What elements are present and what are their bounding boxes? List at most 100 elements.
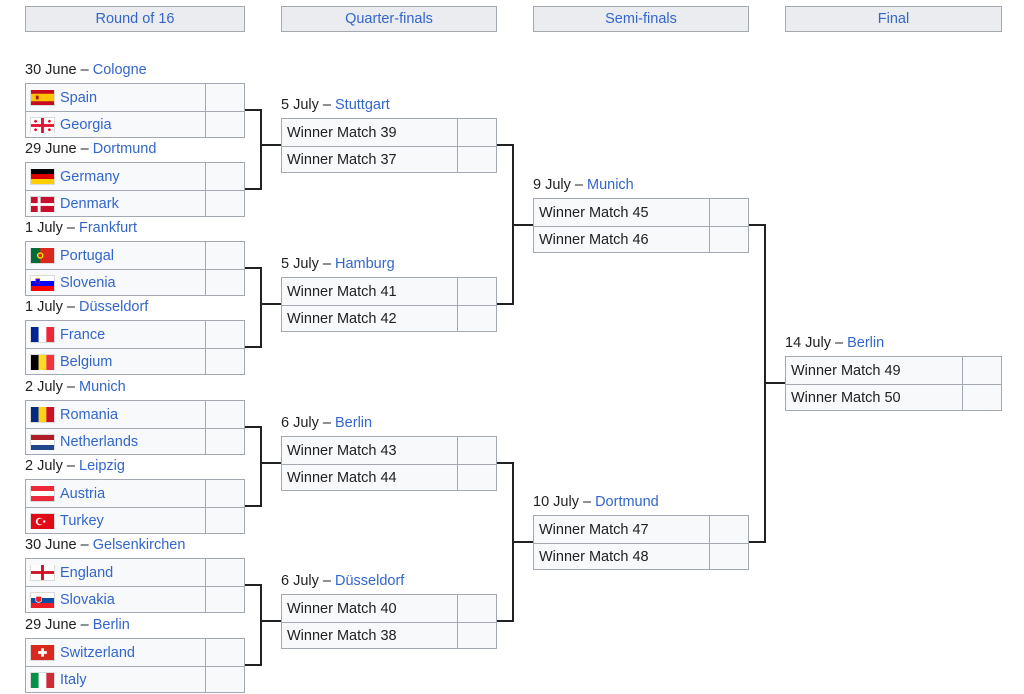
match-venue-link[interactable]: Munich (587, 177, 634, 193)
header-semi-finals[interactable]: Semi-finals (533, 6, 749, 32)
qf-match-2: Winner Match 41 Winner Match 42 (281, 277, 497, 332)
r16-match-1-info: 30 June – Cologne (25, 60, 147, 80)
final-match-1: Winner Match 49 Winner Match 50 (785, 356, 1002, 411)
team-name-link[interactable]: Belgium (60, 354, 113, 370)
qf-match-1-info: 5 July – Stuttgart (281, 95, 390, 115)
qf-match-3: Winner Match 43 Winner Match 44 (281, 436, 497, 491)
match-venue-link[interactable]: Munich (79, 379, 126, 395)
match-date: 29 June – (25, 141, 93, 157)
r16-match-2-info: 29 June – Dortmund (25, 139, 156, 159)
romania-flag-icon (31, 407, 54, 422)
team-name-link[interactable]: Spain (60, 89, 98, 106)
match-date: 5 July – (281, 97, 335, 113)
match-venue-link[interactable]: Dortmund (595, 494, 659, 510)
header-quarter-finals[interactable]: Quarter-finals (281, 6, 497, 32)
turkey-flag-icon (31, 513, 54, 529)
team-row: Slovakia (26, 586, 244, 613)
team-cell: France (26, 327, 205, 343)
team-name-link[interactable]: Switzerland (60, 644, 135, 661)
team-name-link[interactable]: Turkey (60, 513, 104, 529)
team-placeholder: Winner Match 43 (287, 442, 397, 459)
team-name-link[interactable]: Austria (60, 485, 106, 502)
team-name-link[interactable]: Netherlands (60, 434, 139, 450)
score-cell (205, 587, 244, 613)
team-placeholder: Winner Match 45 (539, 204, 649, 221)
qf-match-4-info: 6 July – Düsseldorf (281, 571, 404, 591)
score-cell (457, 623, 496, 649)
match-venue-link[interactable]: Hamburg (335, 256, 395, 272)
match-date: 10 July – (533, 494, 596, 510)
team-name-link[interactable]: Slovakia (60, 592, 115, 608)
team-name-link[interactable]: Denmark (60, 196, 119, 212)
belgium-flag-icon (31, 354, 54, 370)
score-cell (205, 112, 244, 138)
spain-flag-icon (31, 90, 54, 105)
team-row: Winner Match 45 (534, 199, 748, 226)
match-venue-link[interactable]: Berlin (92, 617, 130, 633)
match-venue-link[interactable]: Berlin (335, 415, 373, 431)
team-cell: Turkey (26, 513, 205, 529)
team-row: Winner Match 41 (282, 278, 496, 305)
match-venue-link[interactable]: Berlin (847, 335, 885, 351)
team-row: Winner Match 43 (282, 437, 496, 464)
match-venue-link[interactable]: Frankfurt (79, 220, 138, 236)
match-date: 6 July – (281, 415, 335, 431)
score-cell (457, 147, 496, 173)
team-name-link[interactable]: Portugal (60, 247, 115, 264)
match-venue-link[interactable]: Dortmund (92, 141, 157, 157)
team-name-link[interactable]: Germany (60, 168, 120, 185)
connector-line (497, 144, 533, 305)
team-placeholder: Winner Match 42 (287, 311, 397, 327)
team-row: Spain (26, 84, 244, 111)
team-row: Netherlands (26, 428, 244, 455)
match-venue-link[interactable]: Gelsenkirchen (92, 537, 186, 553)
team-name-link[interactable]: France (60, 326, 106, 343)
qf-match-3-info: 6 July – Berlin (281, 413, 372, 433)
match-venue-link[interactable]: Düsseldorf (79, 299, 149, 315)
team-cell: Winner Match 38 (282, 628, 457, 644)
team-placeholder: Winner Match 39 (287, 124, 397, 141)
match-venue-link[interactable]: Düsseldorf (335, 573, 405, 589)
team-cell: Winner Match 41 (282, 284, 457, 300)
team-row: Winner Match 37 (282, 146, 496, 173)
team-cell: Winner Match 47 (534, 522, 709, 538)
header-final[interactable]: Final (785, 6, 1002, 32)
team-cell: Slovenia (26, 275, 205, 291)
match-date: 6 July – (281, 573, 335, 589)
denmark-flag-icon (31, 196, 54, 212)
team-name-link[interactable]: Romania (60, 406, 119, 423)
team-row: Romania (26, 401, 244, 428)
team-name-link[interactable]: Italy (60, 672, 87, 688)
austria-flag-icon (31, 486, 54, 501)
team-cell: Netherlands (26, 434, 205, 450)
header-round-of-16[interactable]: Round of 16 (25, 6, 245, 32)
team-row: Winner Match 50 (786, 384, 1001, 411)
team-cell: Winner Match 48 (534, 549, 709, 565)
team-cell: Winner Match 49 (786, 363, 962, 379)
match-date: 30 June – (25, 62, 93, 78)
score-cell (709, 227, 748, 253)
score-cell (205, 559, 244, 586)
team-name-link[interactable]: Slovenia (60, 275, 116, 291)
team-cell: Spain (26, 90, 205, 106)
match-venue-link[interactable]: Stuttgart (335, 97, 390, 113)
match-venue-link[interactable]: Leipzig (79, 458, 125, 474)
match-venue-link[interactable]: Cologne (92, 62, 147, 78)
team-placeholder: Winner Match 48 (539, 549, 649, 565)
team-placeholder: Winner Match 44 (287, 470, 397, 486)
team-name-link[interactable]: Georgia (60, 117, 112, 133)
team-row: Italy (26, 666, 244, 693)
team-name-link[interactable]: England (60, 564, 114, 581)
team-row: Denmark (26, 190, 244, 217)
score-cell (457, 306, 496, 332)
